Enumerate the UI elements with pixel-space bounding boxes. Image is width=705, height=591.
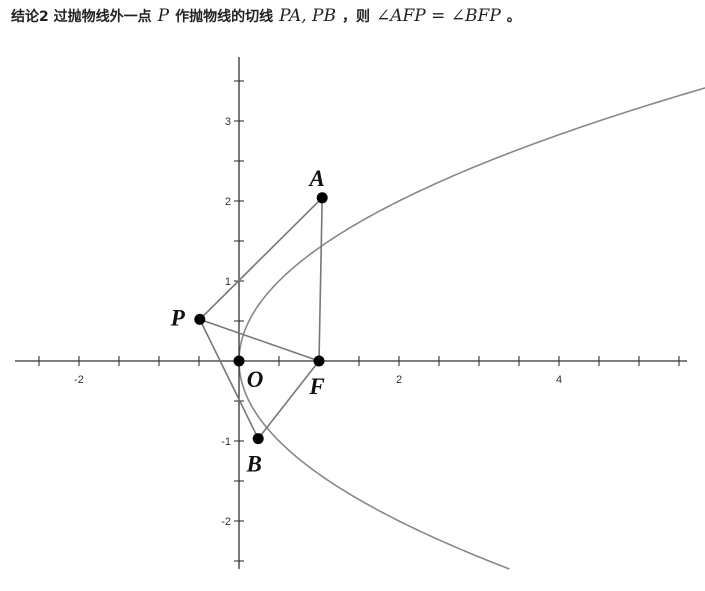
points: A B P F O <box>170 166 328 477</box>
segments <box>199 197 323 440</box>
point-p <box>194 313 206 325</box>
point-p-math: P <box>157 6 170 26</box>
segment-pf <box>199 318 320 362</box>
y-tick-label: 2 <box>225 196 231 208</box>
y-axis: -2 -1 1 2 3 <box>221 57 244 569</box>
point-label-b: B <box>246 452 262 477</box>
x-tick-label: -2 <box>74 374 84 386</box>
segment-pa <box>199 197 323 320</box>
y-tick-label: -1 <box>221 436 231 448</box>
point-a <box>316 192 328 204</box>
parabola-curve <box>238 87 705 570</box>
point-f <box>313 355 325 367</box>
point-label-a: A <box>308 166 325 191</box>
y-tick-label: 3 <box>225 116 231 128</box>
angle-equation-math: ∠AFP = ∠BFP <box>375 6 501 26</box>
statement-prefix: 结论2 过抛物线外一点 <box>11 9 152 25</box>
point-b <box>252 433 264 445</box>
segment-pb <box>199 319 259 439</box>
point-label-o: O <box>247 367 264 392</box>
x-tick-label: 2 <box>396 374 402 386</box>
statement-middle: 作抛物线的切线 <box>175 9 274 25</box>
statement-end: 。 <box>506 9 521 25</box>
y-tick-label: 1 <box>225 276 231 288</box>
point-label-f: F <box>308 374 324 399</box>
x-axis: -2 2 4 <box>15 356 687 386</box>
conclusion-statement: 结论2 过抛物线外一点 P 作抛物线的切线 PA, PB ，则 ∠AFP = ∠… <box>11 6 521 36</box>
segment-af <box>318 197 323 362</box>
segment-bf <box>257 360 320 440</box>
x-tick-label: 4 <box>556 374 562 386</box>
statement-then: ，则 <box>341 9 370 25</box>
point-o <box>233 355 245 367</box>
y-tick-label: -2 <box>221 516 231 528</box>
point-label-p: P <box>170 305 186 330</box>
tangents-math: PA, PB <box>279 6 336 26</box>
